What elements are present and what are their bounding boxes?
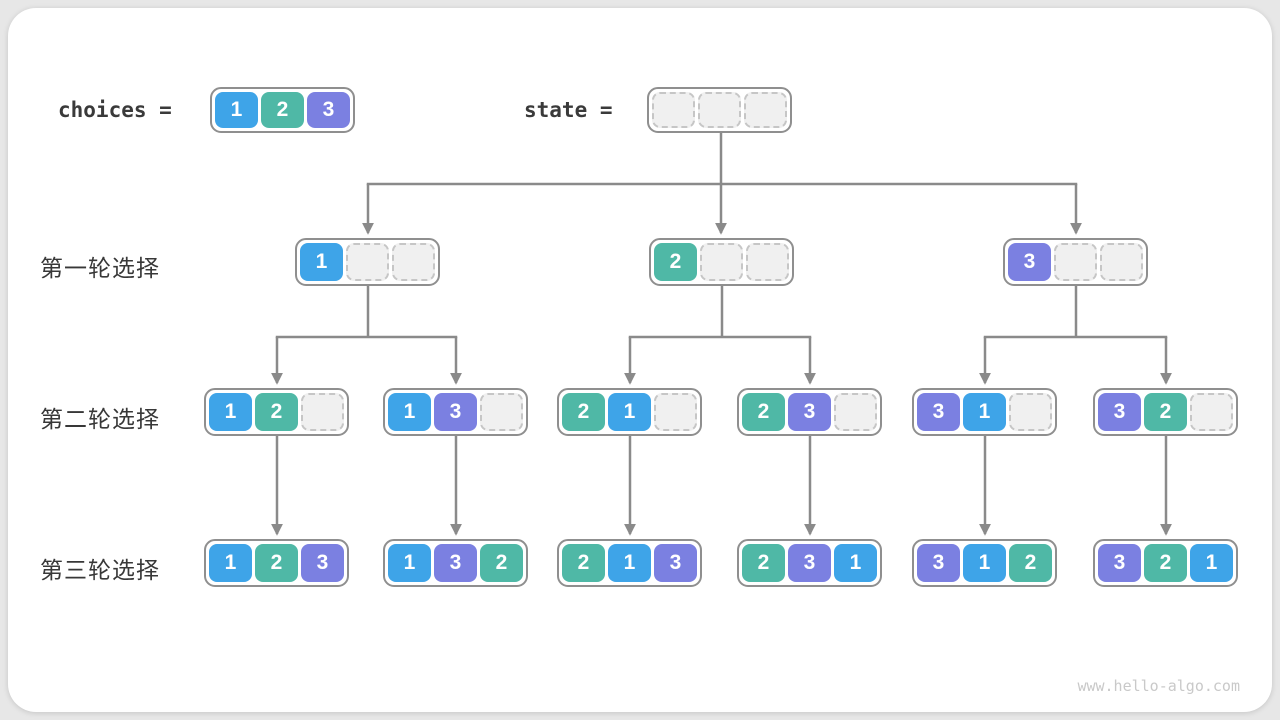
state-cell — [652, 92, 695, 128]
state-cell — [744, 92, 787, 128]
perm-cell: 3 — [1098, 393, 1141, 431]
perm-cell: 3 — [917, 393, 960, 431]
perm-cell — [700, 243, 743, 281]
perm-box-r3-1: 1 2 3 — [204, 539, 349, 587]
perm-cell: 1 — [388, 393, 431, 431]
perm-cell: 1 — [300, 243, 343, 281]
perm-cell — [1190, 393, 1233, 431]
perm-cell: 2 — [654, 243, 697, 281]
perm-box-r1-3: 3 — [1003, 238, 1148, 286]
perm-box-r2-1: 1 2 — [204, 388, 349, 436]
perm-cell: 1 — [388, 544, 431, 582]
perm-cell — [834, 393, 877, 431]
perm-cell: 1 — [1190, 544, 1233, 582]
perm-cell: 3 — [1008, 243, 1051, 281]
perm-box-r1-1: 1 — [295, 238, 440, 286]
perm-cell: 2 — [562, 544, 605, 582]
choice-cell: 3 — [307, 92, 350, 128]
perm-cell: 3 — [917, 544, 960, 582]
perm-cell — [346, 243, 389, 281]
choice-cell: 1 — [215, 92, 258, 128]
perm-cell: 1 — [834, 544, 877, 582]
perm-cell — [746, 243, 789, 281]
perm-cell: 1 — [608, 544, 651, 582]
perm-cell: 1 — [963, 544, 1006, 582]
perm-cell — [654, 393, 697, 431]
perm-cell: 3 — [434, 393, 477, 431]
round2-label: 第二轮选择 — [40, 406, 160, 432]
perm-cell: 2 — [742, 393, 785, 431]
state-box — [647, 87, 792, 133]
state-label: state = — [524, 98, 613, 122]
perm-cell: 3 — [301, 544, 344, 582]
perm-cell: 3 — [654, 544, 697, 582]
perm-box-r1-2: 2 — [649, 238, 794, 286]
perm-cell: 2 — [742, 544, 785, 582]
perm-cell: 3 — [788, 393, 831, 431]
choice-cell: 2 — [261, 92, 304, 128]
perm-box-r2-2: 1 3 — [383, 388, 528, 436]
perm-cell: 1 — [608, 393, 651, 431]
perm-box-r3-2: 1 3 2 — [383, 539, 528, 587]
perm-box-r2-6: 3 2 — [1093, 388, 1238, 436]
perm-cell — [301, 393, 344, 431]
perm-cell: 2 — [255, 393, 298, 431]
perm-cell: 2 — [562, 393, 605, 431]
perm-cell: 3 — [788, 544, 831, 582]
perm-cell — [1054, 243, 1097, 281]
perm-cell: 1 — [963, 393, 1006, 431]
state-cell — [698, 92, 741, 128]
perm-cell — [1100, 243, 1143, 281]
perm-box-r2-5: 3 1 — [912, 388, 1057, 436]
perm-box-r2-4: 2 3 — [737, 388, 882, 436]
perm-box-r3-5: 3 1 2 — [912, 539, 1057, 587]
perm-cell: 1 — [209, 393, 252, 431]
round3-label: 第三轮选择 — [40, 557, 160, 583]
perm-cell: 2 — [255, 544, 298, 582]
perm-cell: 2 — [1144, 544, 1187, 582]
perm-box-r3-4: 2 3 1 — [737, 539, 882, 587]
perm-box-r3-6: 3 2 1 — [1093, 539, 1238, 587]
perm-box-r2-3: 2 1 — [557, 388, 702, 436]
choices-box: 1 2 3 — [210, 87, 355, 133]
choices-label: choices = — [58, 98, 172, 122]
perm-cell: 2 — [1144, 393, 1187, 431]
perm-cell: 1 — [209, 544, 252, 582]
round1-label: 第一轮选择 — [40, 255, 160, 281]
perm-cell — [1009, 393, 1052, 431]
perm-cell: 2 — [1009, 544, 1052, 582]
perm-cell — [480, 393, 523, 431]
perm-cell: 3 — [1098, 544, 1141, 582]
watermark: www.hello-algo.com — [1077, 677, 1240, 695]
diagram-card — [8, 8, 1272, 712]
perm-cell: 3 — [434, 544, 477, 582]
perm-cell: 2 — [480, 544, 523, 582]
perm-box-r3-3: 2 1 3 — [557, 539, 702, 587]
perm-cell — [392, 243, 435, 281]
